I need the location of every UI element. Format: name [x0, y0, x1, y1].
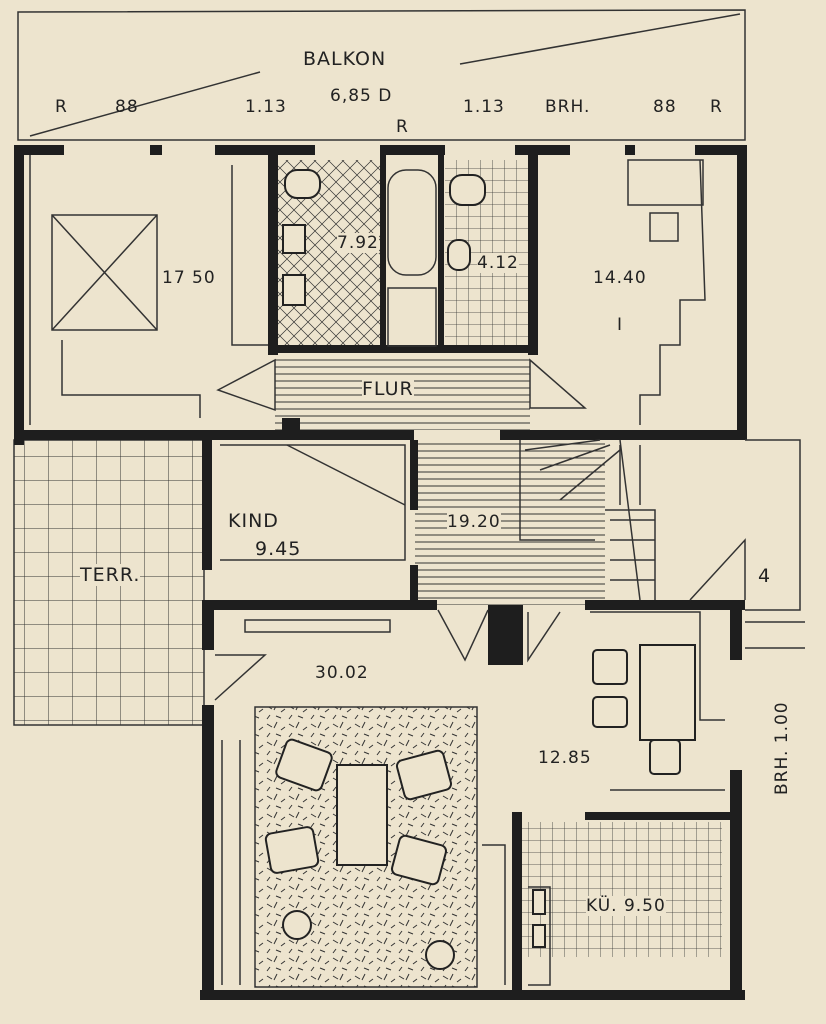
interior-lines [29, 155, 805, 986]
room-area-living: 30.02 [315, 663, 369, 683]
room-area-dining: 12.85 [538, 748, 592, 768]
dim-right-r: R [710, 97, 723, 117]
stair-hall-hatch [415, 440, 605, 605]
room-label-terrace: TERR. [80, 564, 141, 586]
entry-mark: 4 [758, 565, 772, 587]
dim-right-113: 1.13 [463, 97, 505, 117]
walls [14, 145, 747, 1000]
room-area-kid: 9.45 [255, 538, 302, 560]
dim-left-88: 88 [115, 97, 139, 117]
dim-left-r: R [55, 97, 68, 117]
stair-treads [610, 445, 655, 581]
dim-right-brh: BRH. [545, 97, 591, 117]
room-label-hall: FLUR [362, 378, 414, 400]
dim-right-88: 88 [653, 97, 677, 117]
room-area-bath: 7.92 [337, 233, 379, 253]
balcony-outline [17, 9, 746, 141]
kitchen-tiles [522, 822, 722, 957]
balcony-label: BALKON [303, 48, 387, 70]
room-mark-bedroom-right: I [617, 315, 624, 335]
room-area-stair-hall: 19.20 [447, 512, 501, 532]
coffee-table [336, 764, 388, 866]
dim-center: 6,85 D [330, 86, 393, 106]
dim-left-113: 1.13 [245, 97, 287, 117]
room-area-bedroom-right: 14.40 [593, 268, 647, 288]
room-area-wc: 4.12 [477, 253, 519, 273]
room-label-kid: KIND [228, 510, 279, 532]
armchairs [264, 738, 455, 970]
side-dim-label: BRH. 1.00 [772, 701, 792, 795]
room-area-bedroom-left: 17 50 [162, 268, 216, 288]
fixtures [282, 169, 696, 948]
room-label-kitchen: KÜ. 9.50 [586, 896, 666, 916]
dim-center-r: R [396, 117, 409, 137]
